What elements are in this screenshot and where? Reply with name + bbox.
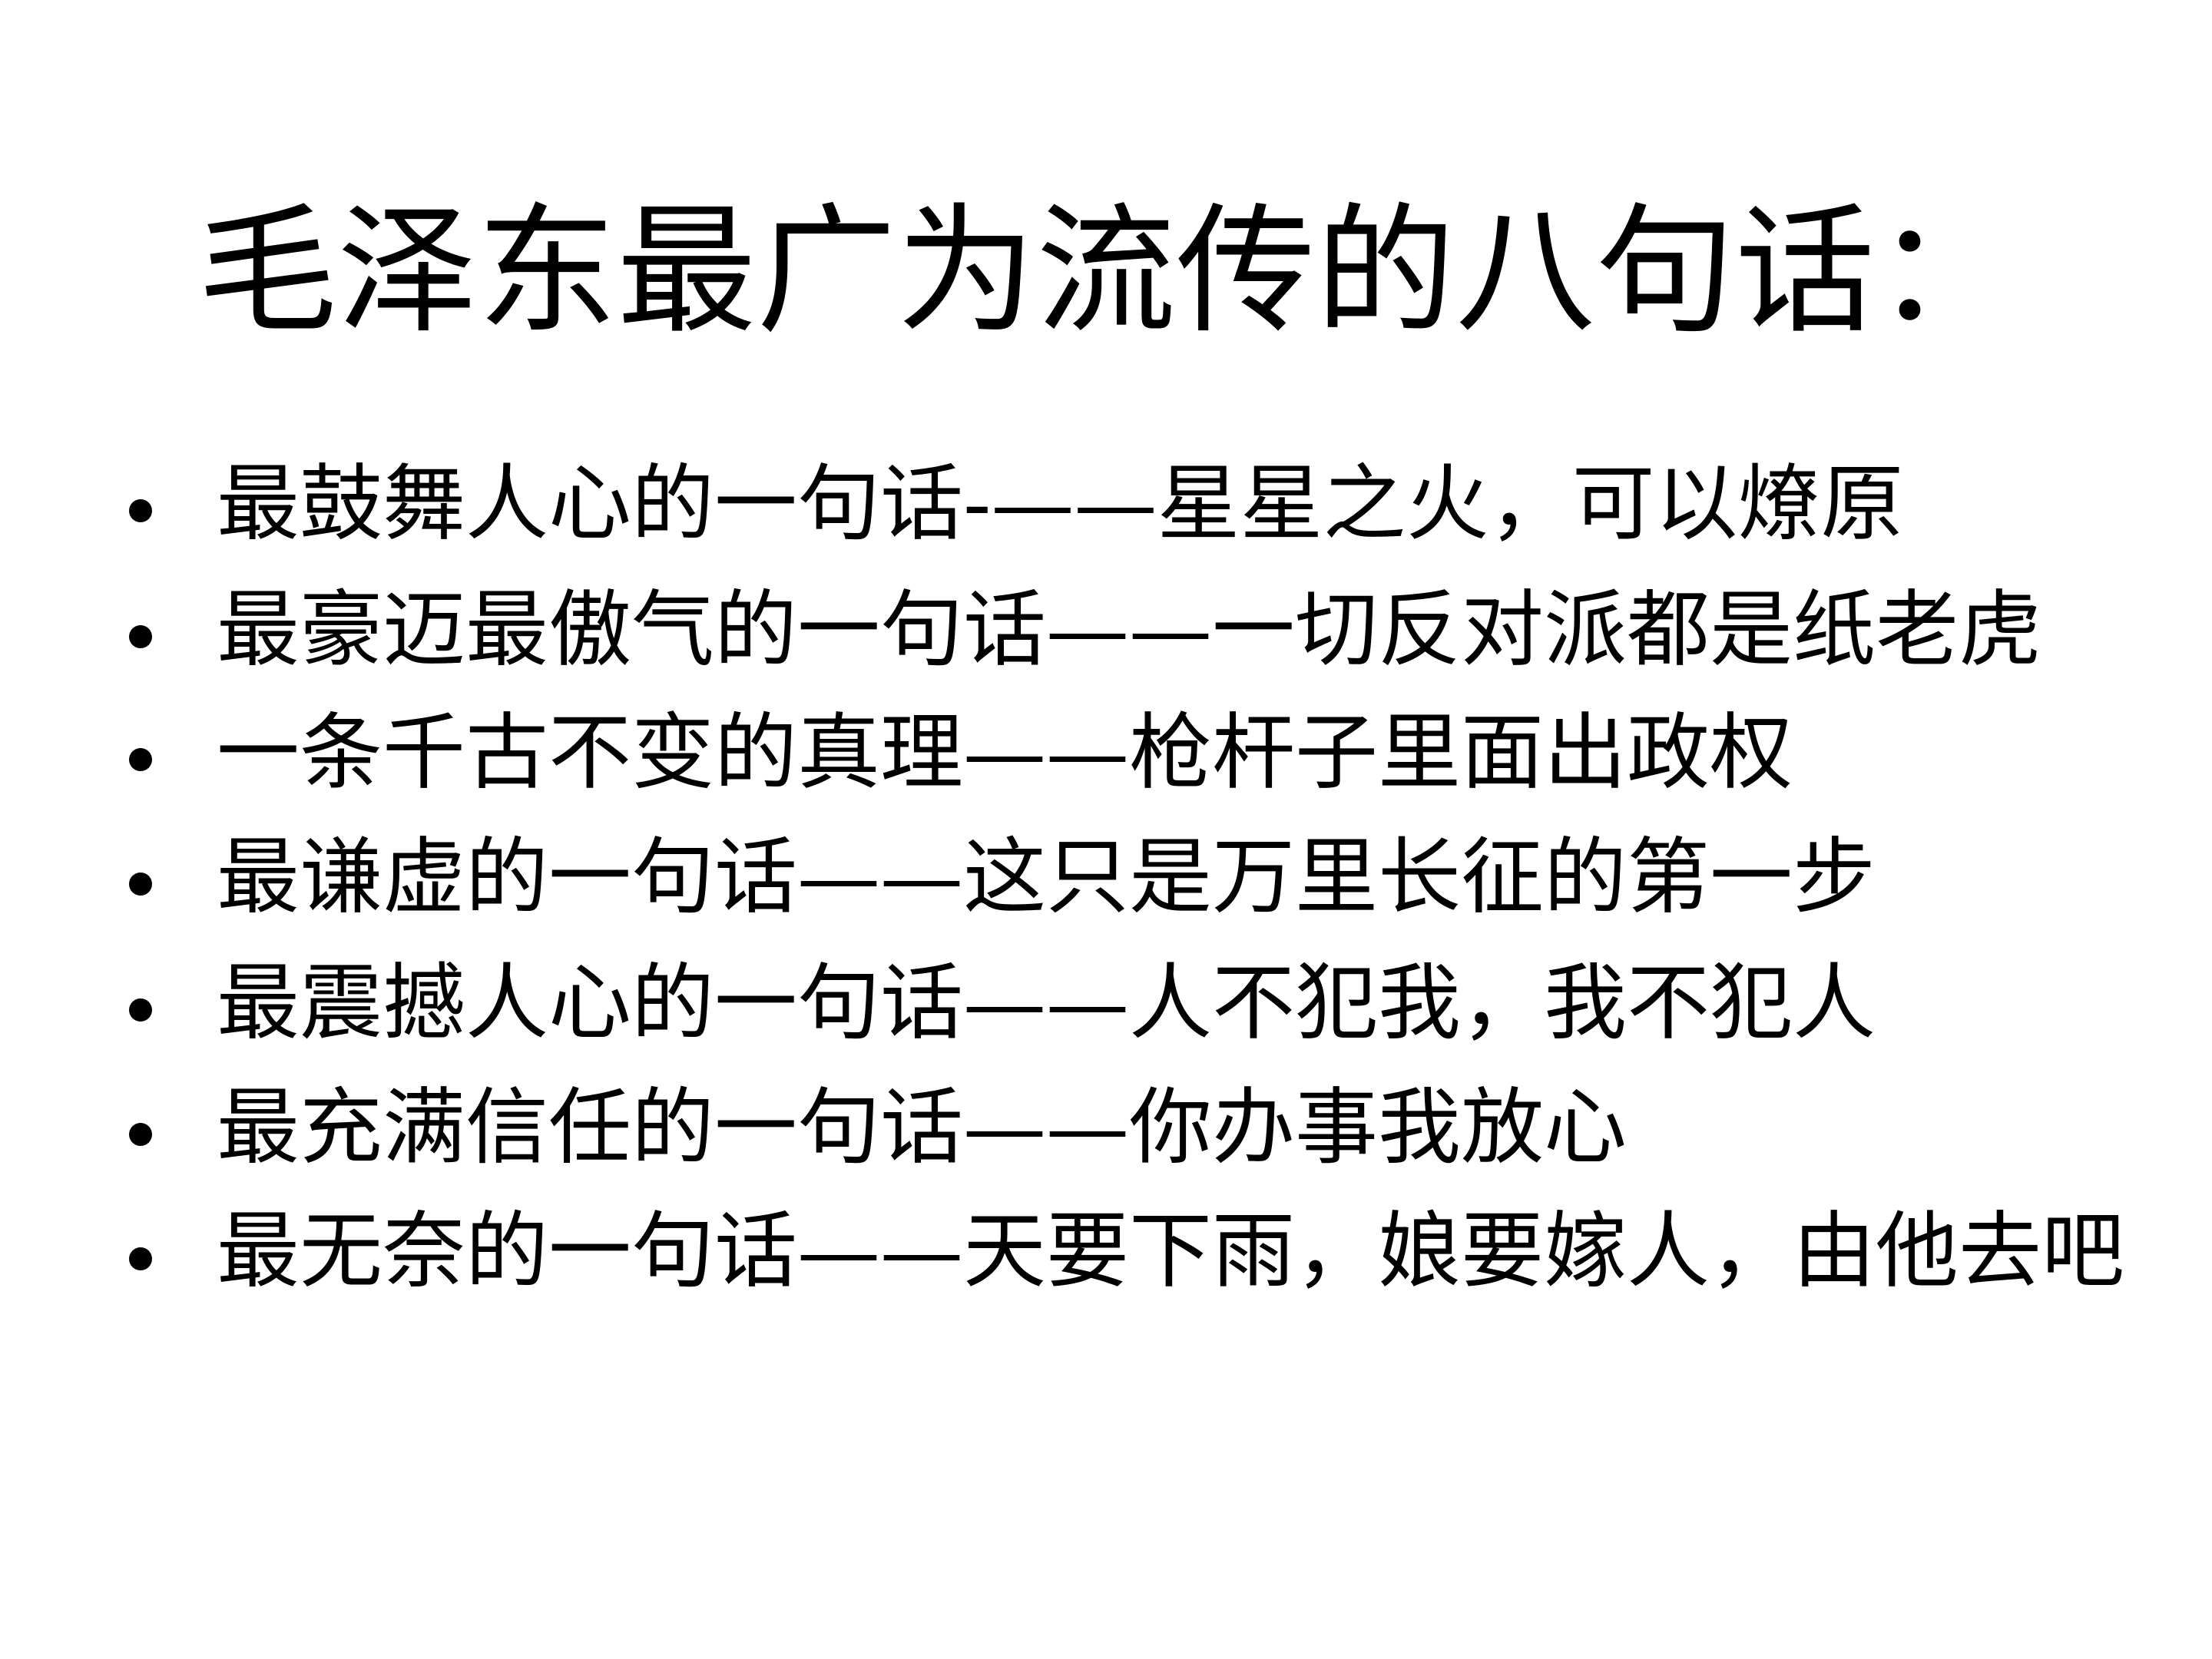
bullet-text: 最谦虚的一句话——这只是万里长征的第一步 [217,830,1876,926]
list-item: 最充满信任的一句话——你办事我放心 [0,1080,2212,1210]
bullet-text: 最鼓舞人心的一句话-——星星之火，可以燎原 [217,456,1904,552]
bullet-dot-icon [129,499,152,522]
bullet-text: 最无奈的一句话——天要下雨，娘要嫁人，由他去吧 [217,1204,2125,1300]
bullet-text: 最豪迈最傲气的一句话——一切反对派都是纸老虎 [217,582,2042,678]
list-item: 最震撼人心的一句话——人不犯我，我不犯人 [0,955,2212,1086]
list-item: 一条千古不变的真理——枪杆子里面出政权 [0,705,2212,836]
bullet-dot-icon [129,1123,152,1146]
list-item: 最鼓舞人心的一句话-——星星之火，可以燎原 [0,456,2212,587]
bullet-text: 最充满信任的一句话——你办事我放心 [217,1080,1628,1176]
bullet-dot-icon [129,998,152,1022]
bullet-dot-icon [129,625,152,648]
slide-title: 毛泽东最广为流传的八句话： [197,190,2015,353]
bullet-dot-icon [129,1247,152,1270]
bullet-text: 一条千古不变的真理——枪杆子里面出政权 [217,705,1793,801]
list-item: 最谦虚的一句话——这只是万里长征的第一步 [0,830,2212,960]
bullet-text: 最震撼人心的一句话——人不犯我，我不犯人 [217,955,1876,1051]
bullet-dot-icon [129,873,152,896]
list-item: 最无奈的一句话——天要下雨，娘要嫁人，由他去吧 [0,1204,2212,1462]
bullet-dot-icon [129,748,152,771]
list-item: 最豪迈最傲气的一句话——一切反对派都是纸老虎 [0,582,2212,713]
